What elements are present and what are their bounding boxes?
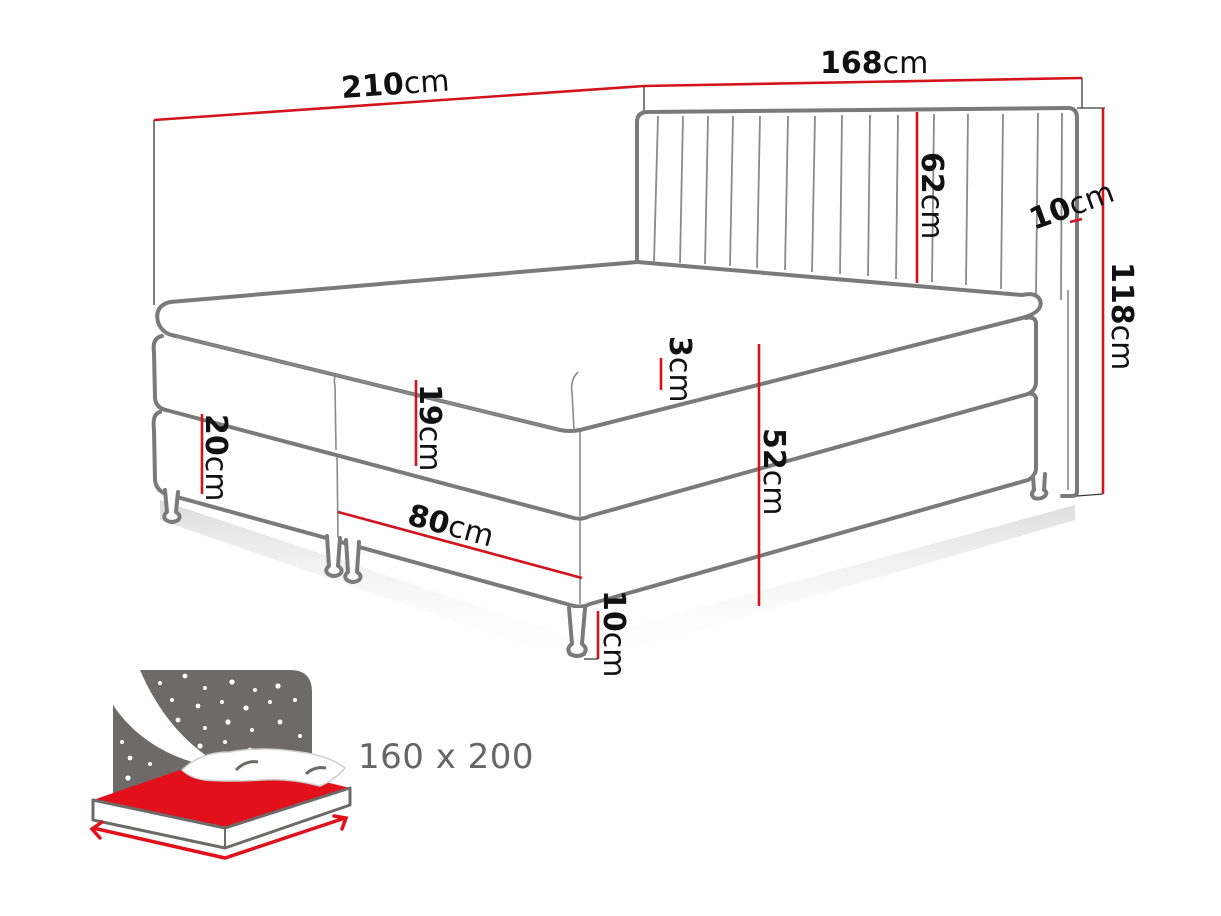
leg-height-label: 10cm xyxy=(596,590,631,677)
bed-height-label: 52cm xyxy=(756,428,791,515)
mattress-height-label: 19cm xyxy=(412,384,447,471)
base-height-label: 20cm xyxy=(198,414,233,501)
total-length-label: 210cm xyxy=(340,64,451,106)
headboard-thickness-dimension xyxy=(1069,217,1083,224)
svg-text:62cm: 62cm xyxy=(914,152,949,239)
module-length-dimension xyxy=(337,510,583,580)
sleeping-area-size-label: 160 x 200 xyxy=(358,737,535,777)
svg-text:210cm: 210cm xyxy=(340,64,451,106)
floor-shadow xyxy=(160,500,1075,665)
svg-text:118cm: 118cm xyxy=(1104,262,1139,370)
svg-text:10cm: 10cm xyxy=(596,590,631,677)
topper-height-label: 3cm xyxy=(662,336,697,403)
svg-text:3cm: 3cm xyxy=(662,336,697,403)
svg-text:19cm: 19cm xyxy=(412,384,447,471)
svg-text:168cm: 168cm xyxy=(820,46,928,81)
leg-height-dimension xyxy=(584,611,600,660)
bed-legs xyxy=(162,472,1049,658)
svg-text:20cm: 20cm xyxy=(198,414,233,501)
headboard-channel-stitching xyxy=(653,112,1063,301)
total-width-label: 168cm xyxy=(820,46,928,81)
night-sky-bed-icon xyxy=(89,670,352,860)
total-length-dimension xyxy=(153,84,645,305)
svg-text:52cm: 52cm xyxy=(756,428,791,515)
topper xyxy=(155,260,1043,433)
total-height-label: 118cm xyxy=(1104,262,1139,370)
total-width-dimension xyxy=(643,76,1083,112)
total-height-dimension xyxy=(1076,107,1105,497)
headboard-height-label: 62cm xyxy=(914,152,949,239)
